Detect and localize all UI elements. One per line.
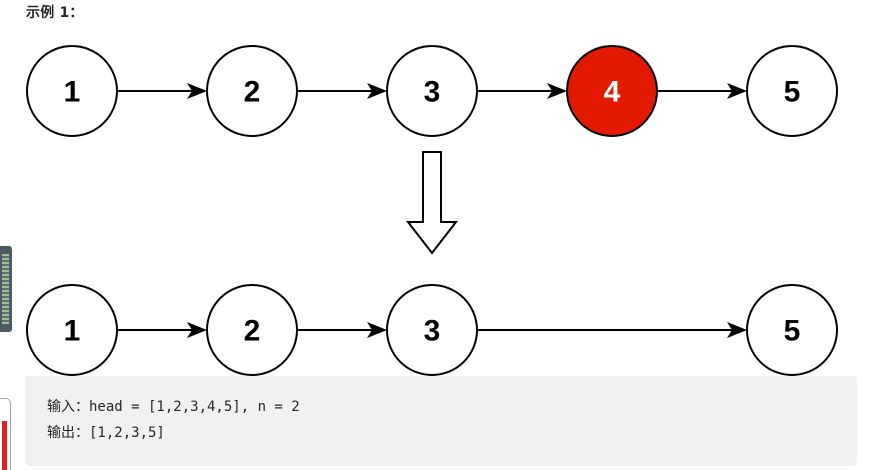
- after-node-2-label: 2: [244, 315, 261, 348]
- output-line: 输出：[1,2,3,5]: [47, 420, 857, 446]
- after-link-2-head-icon: [367, 322, 387, 338]
- before-node-3-label: 3: [424, 76, 441, 109]
- before-link-3-head-icon: [547, 83, 567, 99]
- before-link-1-head-icon: [187, 83, 207, 99]
- before-node-5-label: 5: [784, 76, 801, 109]
- before-node-1-label: 1: [64, 76, 81, 109]
- before-node-1-circle: [26, 45, 118, 137]
- before-node-2-circle: [206, 45, 298, 137]
- before-node-3-circle: [386, 45, 478, 137]
- linked-list-diagram: 1 2 3 4 5 1 2 3 5: [26, 45, 838, 376]
- after-link-1-head-icon: [187, 322, 207, 338]
- before-link-4-head-icon: [727, 83, 747, 99]
- side-widget-thermometer-icon[interactable]: [0, 398, 11, 470]
- before-node-4-label: 4: [604, 76, 621, 109]
- transform-arrow-icon: [405, 151, 459, 255]
- side-widget-equalizer-icon[interactable]: [0, 246, 12, 332]
- after-node-1-label: 1: [64, 315, 81, 348]
- before-list: 1 2 3 4 5: [26, 45, 838, 137]
- input-value: head = [1,2,3,4,5], n = 2: [89, 399, 300, 415]
- after-node-3-circle: [386, 284, 478, 376]
- after-node-3-label: 3: [424, 315, 441, 348]
- before-node-2-label: 2: [244, 76, 261, 109]
- thermometer-fill: [2, 421, 7, 470]
- after-link-3-head-icon: [727, 322, 747, 338]
- equalizer-bars: [2, 254, 9, 324]
- before-node-4-circle: [566, 45, 658, 137]
- output-label: 输出：: [47, 425, 89, 441]
- before-link-2-head-icon: [367, 83, 387, 99]
- output-value: [1,2,3,5]: [89, 425, 165, 441]
- after-node-2-circle: [206, 284, 298, 376]
- input-line: 输入：head = [1,2,3,4,5], n = 2: [47, 394, 857, 420]
- after-node-1-circle: [26, 284, 118, 376]
- after-list: 1 2 3 5: [26, 284, 838, 376]
- input-label: 输入：: [47, 399, 89, 415]
- example-title: 示例 1：: [26, 5, 84, 21]
- after-node-4-label: 5: [784, 315, 801, 348]
- after-node-4-circle: [746, 284, 838, 376]
- before-node-5-circle: [746, 45, 838, 137]
- example-io-box: 输入：head = [1,2,3,4,5], n = 2 输出：[1,2,3,5…: [25, 376, 857, 466]
